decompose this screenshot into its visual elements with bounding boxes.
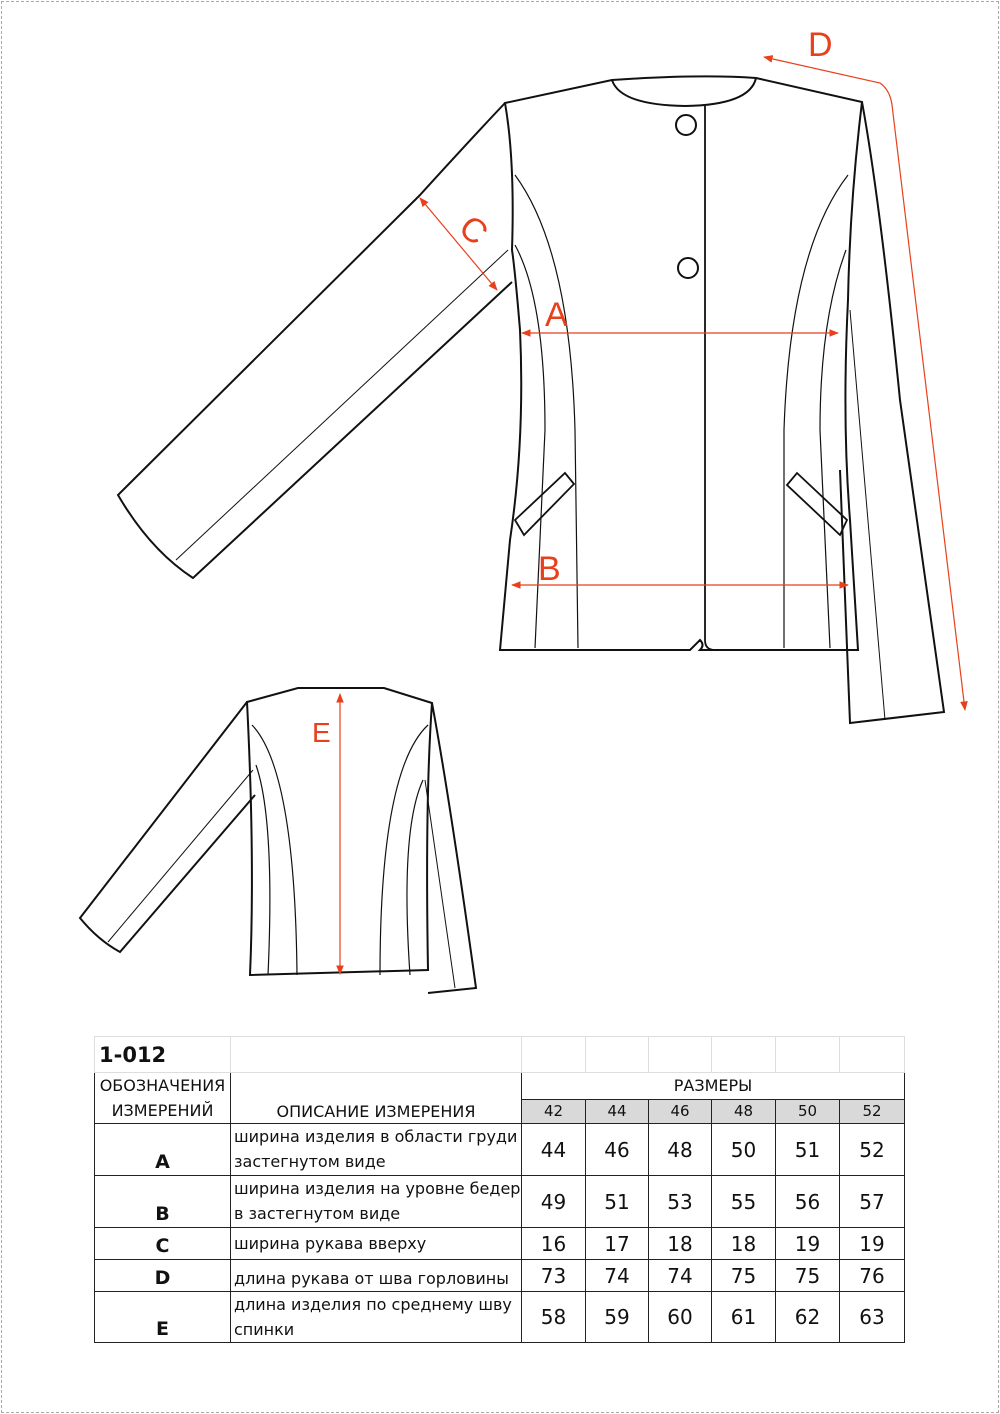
label-D: D: [808, 26, 833, 64]
value-cell: 19: [775, 1227, 840, 1260]
value-cell: 63: [839, 1291, 905, 1343]
size-header: 42: [521, 1098, 586, 1125]
value-cell: 19: [839, 1227, 905, 1260]
left-side-seam: [514, 244, 546, 649]
left-sleeve: [116, 102, 513, 580]
value-cell: 17: [585, 1227, 649, 1260]
value-cell: 52: [839, 1123, 905, 1176]
value-cell: 74: [648, 1259, 712, 1292]
left-sleeve-seam: [175, 249, 509, 561]
left-pocket-welt: [513, 471, 576, 537]
row-code: A: [94, 1123, 231, 1176]
back-view: [78, 687, 478, 994]
row-description: длина рукава от шва горловины: [230, 1259, 522, 1292]
right-pocket-welt: [785, 471, 849, 537]
right-side-seam: [819, 249, 847, 649]
value-cell: 62: [775, 1291, 840, 1343]
row-code: E: [94, 1291, 231, 1343]
value-cell: 51: [775, 1123, 840, 1176]
back-left-sleeve: [78, 701, 256, 954]
value-cell: 58: [521, 1291, 586, 1343]
row-description: ширина рукава вверху: [230, 1227, 522, 1260]
article-number: 1-012: [94, 1036, 231, 1073]
value-cell: 60: [648, 1291, 712, 1343]
value-cell: 50: [711, 1123, 776, 1176]
value-cell: 61: [711, 1291, 776, 1343]
value-cell: 48: [648, 1123, 712, 1176]
value-cell: 16: [521, 1227, 586, 1260]
jacket-technical-drawing: A B C D E: [78, 26, 968, 994]
value-cell: 53: [648, 1175, 712, 1228]
measurement-lines: [336, 55, 968, 975]
button-middle: [677, 257, 699, 279]
value-cell: 18: [648, 1227, 712, 1260]
label-B: B: [538, 550, 561, 588]
back-right-seam: [379, 724, 429, 976]
size-header: 52: [839, 1098, 905, 1125]
left-princess-seam: [514, 174, 579, 649]
header-description: ОПИСАНИЕ ИЗМЕРЕНИЯ: [230, 1072, 522, 1124]
table-row: C ширина рукава вверху 16 17 18 18 19 19: [94, 1227, 905, 1260]
label-E: E: [312, 717, 331, 748]
center-front: [704, 106, 716, 651]
back-right-sleeve-seam: [424, 779, 456, 989]
size-header: 48: [711, 1098, 776, 1125]
header-sizes: РАЗМЕРЫ: [521, 1072, 905, 1100]
value-cell: 76: [839, 1259, 905, 1292]
value-cell: 73: [521, 1259, 586, 1292]
value-cell: 74: [585, 1259, 649, 1292]
row-code: D: [94, 1259, 231, 1292]
table-row: D длина рукава от шва горловины 73 74 74…: [94, 1259, 905, 1292]
button-top: [675, 114, 697, 136]
value-cell: 49: [521, 1175, 586, 1228]
value-cell: 46: [585, 1123, 649, 1176]
size-header: 50: [775, 1098, 840, 1125]
value-cell: 56: [775, 1175, 840, 1228]
value-cell: 51: [585, 1175, 649, 1228]
measure-C: [419, 197, 498, 291]
back-left-side-seam: [255, 764, 271, 976]
front-view: [116, 75, 946, 725]
label-C: C: [452, 208, 495, 253]
back-right-sleeve: [427, 702, 478, 994]
row-code: B: [94, 1175, 231, 1228]
back-left-seam: [251, 724, 298, 976]
right-sleeve: [839, 101, 946, 725]
back-body-outline: [245, 687, 434, 977]
right-sleeve-seam: [849, 309, 886, 721]
size-header: 46: [648, 1098, 712, 1125]
back-right-side-seam: [406, 779, 424, 976]
value-cell: 59: [585, 1291, 649, 1343]
right-princess-seam: [783, 174, 849, 648]
measure-D: [763, 55, 968, 711]
back-left-sleeve-seam: [107, 769, 254, 943]
value-cell: 18: [711, 1227, 776, 1260]
value-cell: 75: [775, 1259, 840, 1292]
size-header: 44: [585, 1098, 649, 1125]
value-cell: 55: [711, 1175, 776, 1228]
value-cell: 75: [711, 1259, 776, 1292]
label-A: A: [545, 296, 568, 334]
row-code: C: [94, 1227, 231, 1260]
neckline: [611, 77, 757, 108]
value-cell: 44: [521, 1123, 586, 1176]
value-cell: 57: [839, 1175, 905, 1228]
